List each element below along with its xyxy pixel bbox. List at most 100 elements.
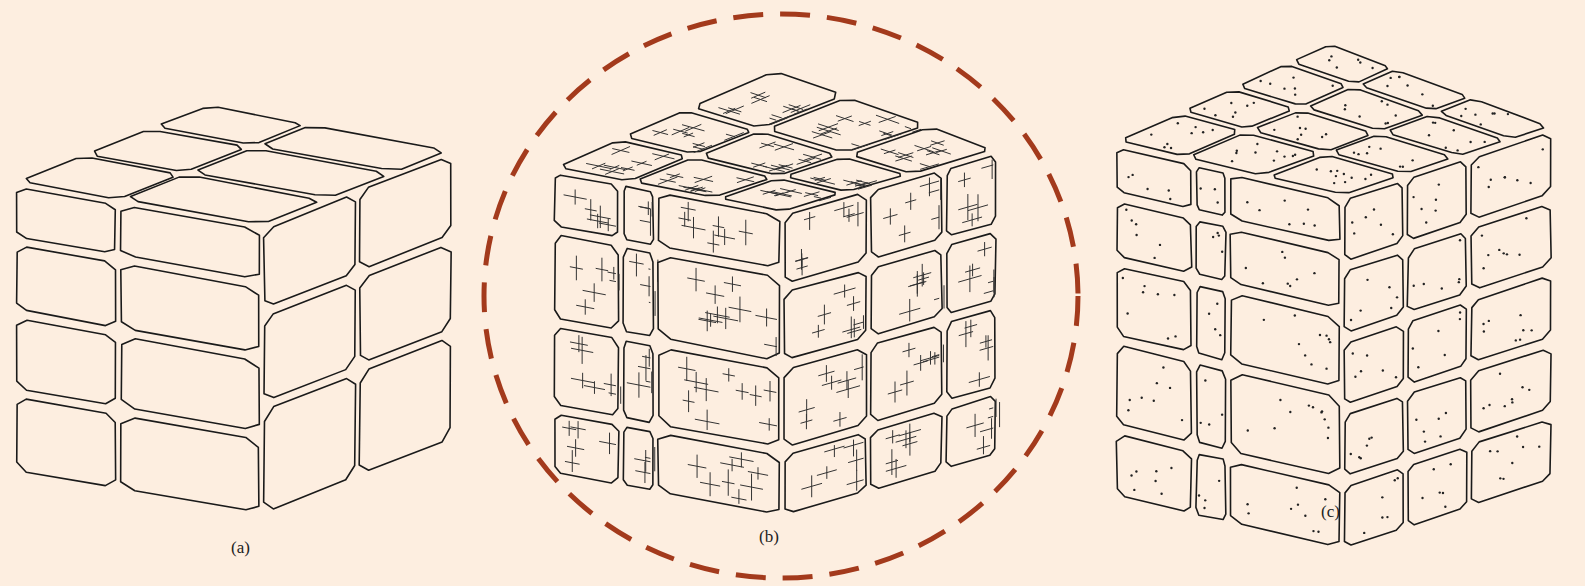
texture-mark [854, 354, 864, 380]
figure-label: (b) [759, 528, 779, 545]
texture-dot [1283, 155, 1285, 157]
texture-dot [1199, 422, 1201, 424]
texture-mark [695, 410, 720, 430]
soil-ped [17, 399, 116, 485]
soil-ped [1117, 269, 1191, 350]
texture-dot [1358, 115, 1360, 117]
texture-dot [1313, 272, 1315, 274]
texture-dot [1397, 477, 1399, 479]
texture-mark [886, 459, 907, 478]
texture-mark [646, 372, 652, 394]
texture-dot [1366, 354, 1368, 356]
texture-mark [759, 142, 775, 148]
soil-ped [785, 194, 866, 281]
texture-mark [621, 167, 635, 171]
cube-ground [14, 104, 453, 518]
texture-dot [1279, 399, 1281, 401]
texture-dot [1420, 208, 1422, 210]
texture-mark [720, 459, 744, 471]
texture-dot [1344, 108, 1346, 110]
texture-dot [1421, 93, 1423, 95]
texture-mark [988, 402, 1000, 427]
soil-ped [946, 396, 995, 466]
texture-dot [1402, 166, 1404, 168]
texture-dot [1135, 234, 1137, 236]
texture-dot [1170, 467, 1172, 469]
texture-mark [977, 436, 990, 454]
texture-mark [774, 144, 794, 151]
texture-dot [1157, 293, 1159, 295]
texture-dot [1482, 407, 1484, 409]
texture-dot [1298, 343, 1300, 345]
texture-dot [1212, 236, 1214, 238]
texture-mark [801, 475, 822, 497]
texture-dot [1504, 176, 1506, 178]
texture-dot [1316, 168, 1318, 170]
texture-mark [707, 231, 719, 253]
texture-mark [724, 276, 741, 291]
soil-ped [1345, 184, 1403, 260]
texture-dot [1190, 132, 1192, 134]
texture-dot [1317, 531, 1319, 533]
texture-mark [932, 345, 944, 363]
texture-mark [564, 189, 587, 204]
texture-dot [1235, 152, 1237, 154]
texture-mark [969, 372, 990, 386]
texture-dot [1364, 178, 1366, 180]
soil-ped [1408, 378, 1467, 454]
texture-dot [1411, 159, 1413, 161]
texture-dot [1459, 318, 1461, 320]
texture-dot [1146, 188, 1148, 190]
texture-dot [1424, 440, 1426, 442]
texture-mark [772, 115, 791, 121]
texture-dot [1310, 363, 1312, 365]
texture-mark [817, 466, 837, 479]
texture-mark [838, 371, 856, 390]
soil-ped [947, 234, 996, 313]
texture-mark [609, 386, 621, 403]
texture-mark [609, 274, 619, 291]
texture-mark [638, 355, 650, 380]
soil-ped [1196, 168, 1224, 215]
texture-dot [1394, 479, 1396, 481]
texture-mark [988, 270, 994, 293]
texture-mark [801, 414, 813, 429]
texture-dot [1488, 320, 1490, 322]
dashed-circle [484, 14, 1078, 578]
texture-dot [1169, 387, 1171, 389]
texture-mark [583, 283, 606, 302]
texture-dot [1359, 309, 1361, 311]
figure-label: (a) [231, 539, 250, 556]
texture-dot [1511, 401, 1513, 403]
texture-dot [1499, 373, 1501, 375]
texture-dot [1477, 166, 1479, 168]
texture-mark [818, 305, 831, 325]
texture-dot [1481, 234, 1483, 236]
soil-ped [1197, 287, 1225, 360]
texture-dot [1246, 104, 1248, 106]
texture-mark [755, 309, 776, 327]
texture-dot [1221, 251, 1223, 253]
texture-mark [658, 177, 678, 184]
texture-dot [1538, 445, 1540, 447]
texture-dot [1294, 153, 1296, 155]
texture-dot [1202, 131, 1204, 133]
soil-ped [555, 236, 619, 328]
texture-dot [1324, 418, 1326, 420]
texture-mark [576, 299, 594, 314]
texture-mark [804, 212, 815, 230]
texture-dot [1370, 174, 1372, 176]
texture-dot [1330, 170, 1332, 172]
texture-mark [796, 258, 807, 276]
soil-ped [1471, 422, 1551, 502]
soil-ped [121, 339, 259, 429]
texture-mark [896, 430, 917, 448]
soil-ped [871, 327, 942, 420]
texture-mark [571, 373, 594, 388]
texture-mark [931, 205, 939, 229]
texture-mark [688, 187, 712, 192]
texture-dot [1159, 244, 1161, 246]
cube-ground [1114, 42, 1553, 554]
texture-dot [1360, 370, 1362, 372]
texture-mark [723, 368, 735, 381]
